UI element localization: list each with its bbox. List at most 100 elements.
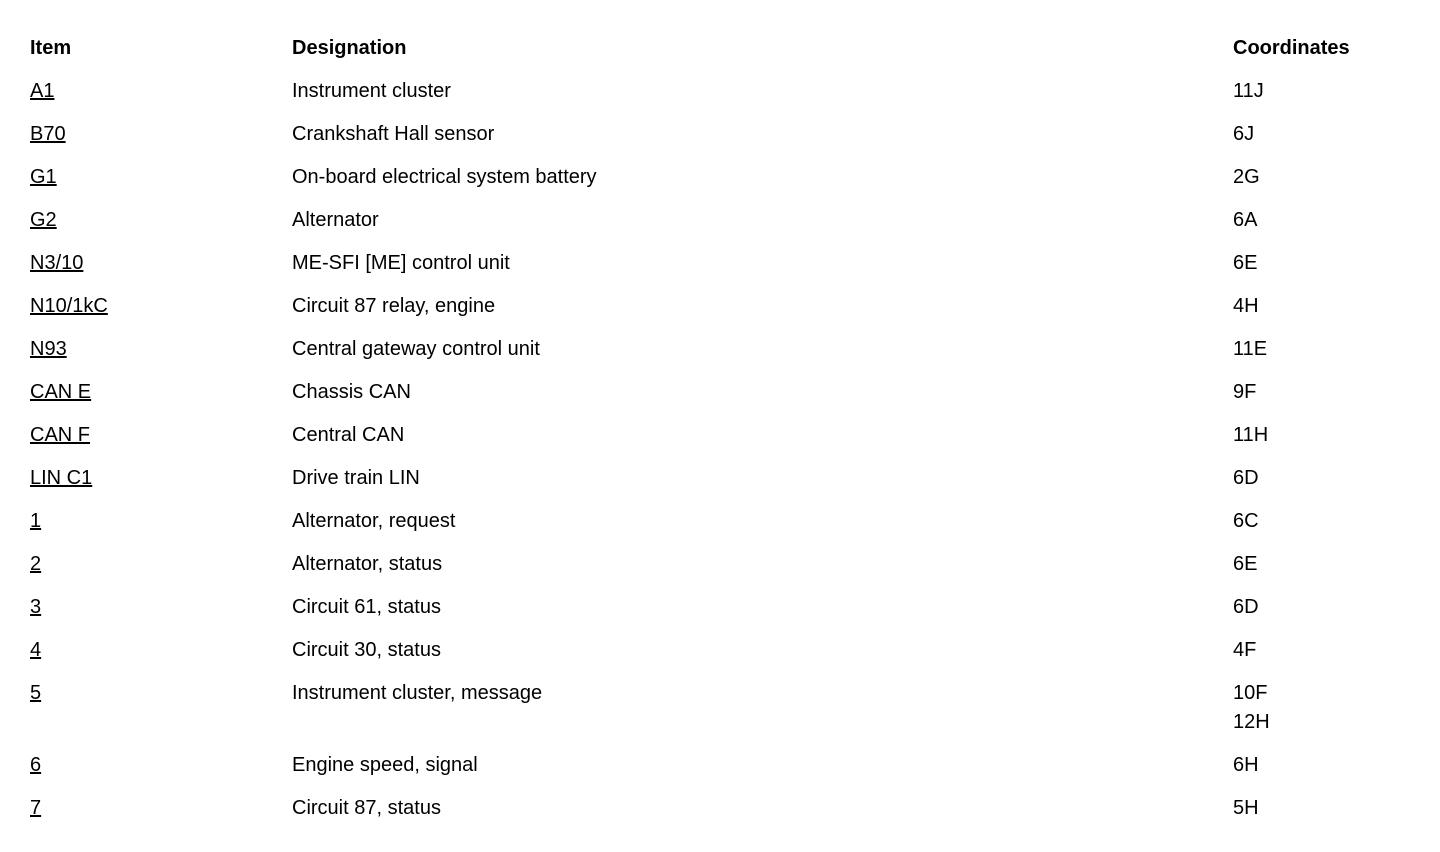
coordinates-cell: 11E <box>1233 335 1430 378</box>
table-row: N93 Central gateway control unit 11E <box>30 335 1430 378</box>
item-cell: 5 <box>30 679 292 751</box>
coordinate-value: 11H <box>1233 424 1269 446</box>
coordinates-cell: 4F <box>1233 636 1430 679</box>
header-coordinates: Coordinates <box>1233 37 1350 59</box>
item-link[interactable]: A1 <box>30 80 55 102</box>
designation-cell: Chassis CAN <box>292 381 411 403</box>
coordinate-value: 11E <box>1233 338 1268 360</box>
coordinate-value: 6C <box>1233 510 1259 532</box>
item-link[interactable]: 2 <box>30 553 42 575</box>
table-row: A1 Instrument cluster 11J <box>30 77 1430 120</box>
coordinate-value: 4H <box>1233 295 1259 317</box>
coordinate-value: 6A <box>1233 209 1258 231</box>
designation-cell: Alternator <box>292 209 379 231</box>
header-item: Item <box>30 37 72 59</box>
coordinates-cell: 6E <box>1233 249 1430 292</box>
item-link[interactable]: CAN F <box>30 424 90 446</box>
coordinates-cell: 9F <box>1233 378 1430 421</box>
designation-cell: Circuit 30, status <box>292 639 441 661</box>
designation-cell: Crankshaft Hall sensor <box>292 123 495 145</box>
item-cell: 2 <box>30 550 292 593</box>
item-link[interactable]: G1 <box>30 166 57 188</box>
header-row: Item Designation Coordinates <box>30 34 1430 77</box>
coordinate-value: 5H <box>1233 797 1259 819</box>
item-link[interactable]: N3/10 <box>30 252 84 274</box>
coordinates-cell: 6A <box>1233 206 1430 249</box>
table-row: 7 Circuit 87, status 5H <box>30 794 1430 837</box>
designation-cell: Circuit 87 relay, engine <box>292 295 496 317</box>
designation-cell: On-board electrical system battery <box>292 166 597 188</box>
designation-cell: Circuit 61, status <box>292 596 441 618</box>
table-row: N10/1kC Circuit 87 relay, engine 4H <box>30 292 1430 335</box>
coordinates-cell: 6D <box>1233 593 1430 636</box>
item-cell: A1 <box>30 77 292 120</box>
table-row: 4 Circuit 30, status 4F <box>30 636 1430 679</box>
item-link[interactable]: 5 <box>30 682 42 704</box>
item-cell: 3 <box>30 593 292 636</box>
item-cell: G1 <box>30 163 292 206</box>
coordinates-cell: 11H <box>1233 421 1430 464</box>
item-link[interactable]: 3 <box>30 596 42 618</box>
table-row: G1 On-board electrical system battery 2G <box>30 163 1430 206</box>
coordinate-value: 6D <box>1233 467 1259 489</box>
designation-cell: Alternator, request <box>292 510 456 532</box>
table-row: 6 Engine speed, signal 6H <box>30 751 1430 794</box>
coordinate-value: 4F <box>1233 639 1257 661</box>
item-cell: LIN C1 <box>30 464 292 507</box>
table-row: 1 Alternator, request 6C <box>30 507 1430 550</box>
item-link[interactable]: CAN E <box>30 381 92 403</box>
coordinates-cell: 11J <box>1233 77 1430 120</box>
table-row: LIN C1 Drive train LIN 6D <box>30 464 1430 507</box>
coordinate-value: 6E <box>1233 553 1258 575</box>
designation-cell: Instrument cluster, message <box>292 682 543 704</box>
item-link[interactable]: 1 <box>30 510 42 532</box>
item-cell: CAN E <box>30 378 292 421</box>
coordinate-value: 9F <box>1233 381 1257 403</box>
coordinate-value: 12H <box>1233 711 1270 733</box>
item-cell: 4 <box>30 636 292 679</box>
coordinate-value: 6D <box>1233 596 1259 618</box>
item-cell: N93 <box>30 335 292 378</box>
table-row: B70 Crankshaft Hall sensor 6J <box>30 120 1430 163</box>
item-link[interactable]: B70 <box>30 123 66 145</box>
designation-cell: ME-SFI [ME] control unit <box>292 252 510 274</box>
coordinates-cell: 6H <box>1233 751 1430 794</box>
item-cell: G2 <box>30 206 292 249</box>
item-link[interactable]: LIN C1 <box>30 467 93 489</box>
item-link[interactable]: 4 <box>30 639 42 661</box>
item-cell: CAN F <box>30 421 292 464</box>
coordinates-cell: 5H <box>1233 794 1430 837</box>
designation-cell: Central gateway control unit <box>292 338 540 360</box>
header-designation: Designation <box>292 37 407 59</box>
item-cell: N10/1kC <box>30 292 292 335</box>
item-cell: 1 <box>30 507 292 550</box>
item-link[interactable]: G2 <box>30 209 57 231</box>
table-row: N3/10 ME-SFI [ME] control unit 6E <box>30 249 1430 292</box>
designation-cell: Circuit 87, status <box>292 797 441 819</box>
item-link[interactable]: N10/1kC <box>30 295 108 317</box>
coordinates-cell: 4H <box>1233 292 1430 335</box>
coordinates-cell: 6E <box>1233 550 1430 593</box>
coordinate-value: 10F <box>1233 682 1268 704</box>
table-row: 2 Alternator, status 6E <box>30 550 1430 593</box>
coordinate-value: 2G <box>1233 166 1260 188</box>
item-cell: B70 <box>30 120 292 163</box>
coordinates-cell: 6J <box>1233 120 1430 163</box>
coordinates-cell: 6C <box>1233 507 1430 550</box>
coordinates-cell: 2G <box>1233 163 1430 206</box>
coordinates-cell: 6D <box>1233 464 1430 507</box>
designation-cell: Central CAN <box>292 424 405 446</box>
item-link[interactable]: 6 <box>30 754 42 776</box>
legend-table: Item Designation Coordinates A1 Instrume… <box>30 34 1430 837</box>
designation-cell: Instrument cluster <box>292 80 451 102</box>
item-link[interactable]: N93 <box>30 338 67 360</box>
item-cell: 7 <box>30 794 292 837</box>
designation-cell: Engine speed, signal <box>292 754 478 776</box>
coordinate-value: 6H <box>1233 754 1259 776</box>
coordinate-value: 6J <box>1233 123 1255 145</box>
item-link[interactable]: 7 <box>30 797 42 819</box>
table-row: CAN E Chassis CAN 9F <box>30 378 1430 421</box>
designation-cell: Drive train LIN <box>292 467 420 489</box>
coordinate-value: 11J <box>1233 80 1264 102</box>
